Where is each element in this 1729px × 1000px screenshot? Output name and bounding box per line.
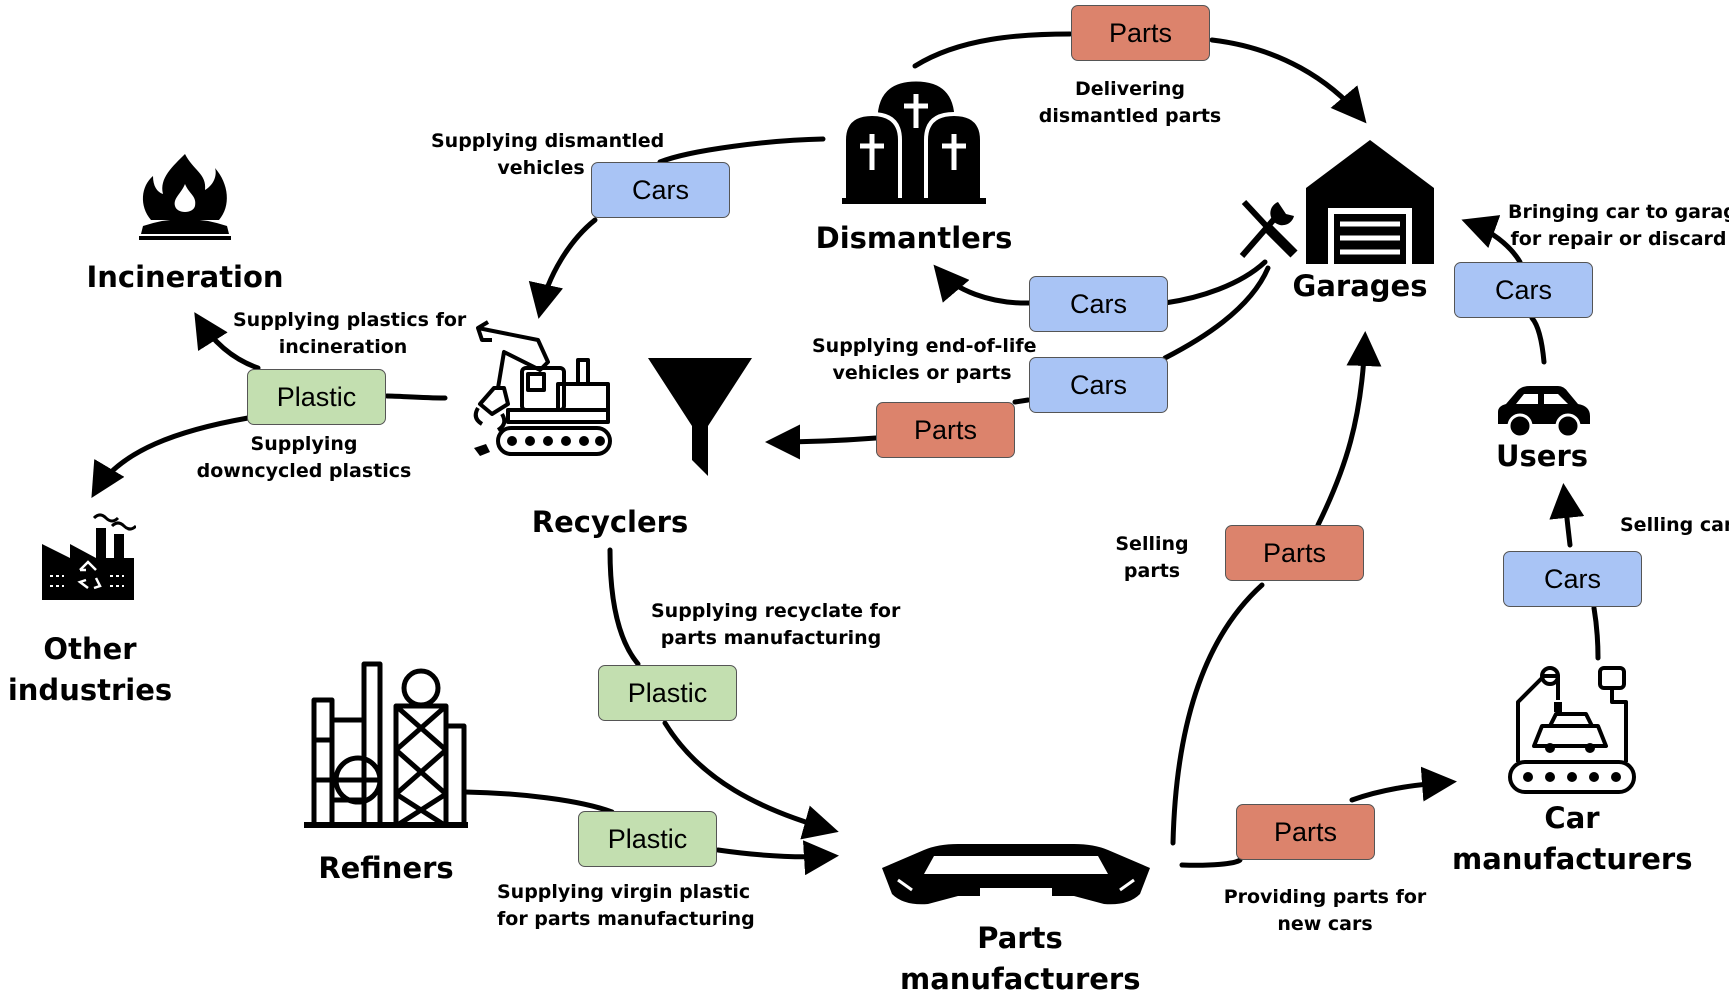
gravestones-icon	[842, 78, 986, 204]
car-icon	[1498, 386, 1590, 439]
annotation-supplying-downcycled-line2: downcycled plastics	[196, 460, 412, 482]
node-car-manufacturers-line1: Car	[1544, 801, 1600, 835]
node-parts-manufacturers-line1: Parts	[977, 921, 1063, 955]
tag-cars-users-garage: Cars	[1454, 262, 1593, 318]
annotation-selling-parts-line1: Selling	[1115, 533, 1189, 555]
arrow-partsmfg-garages	[1170, 338, 1365, 846]
tag-plastic-recyclate: Plastic	[598, 665, 737, 721]
car-bumper-icon	[882, 844, 1150, 905]
tag-parts-top: Parts	[1071, 5, 1210, 61]
annotation-providing-parts: Providing parts for new cars	[1210, 884, 1440, 938]
annotation-supplying-recyclate-line2: parts manufacturing	[660, 627, 882, 649]
annotation-supplying-downcycled: Supplying downcycled plastics	[194, 431, 414, 485]
arrow-garages-recyclers	[1012, 265, 1271, 405]
node-parts-manufacturers: Parts manufacturers	[900, 918, 1141, 1000]
tag-plastic-virgin: Plastic	[578, 811, 717, 867]
tag-plastic-incineration: Plastic	[247, 369, 386, 425]
arrow-dismantlers-recyclers	[540, 136, 826, 312]
annotation-supplying-incineration-line2: incineration	[278, 336, 408, 358]
annotation-delivering-line1: Delivering	[1075, 78, 1185, 100]
annotation-bringing-car: Bringing car to garage for repair or dis…	[1508, 199, 1729, 253]
annotation-bringing-car-line2: for repair or discard	[1510, 228, 1727, 250]
annotation-supplying-downcycled-line1: Supplying	[250, 433, 358, 455]
arrow-users-garages	[1468, 222, 1547, 365]
annotation-supplying-incineration: Supplying plastics for incineration	[233, 307, 467, 361]
annotation-delivering: Delivering dismantled parts	[1030, 76, 1230, 130]
annotation-supplying-eol-line1: Supplying end-of-life	[812, 335, 1037, 357]
annotation-selling-parts-line2: parts	[1123, 560, 1181, 582]
node-other-industries-line2: industries	[7, 673, 173, 707]
tag-cars-garage-recyclers: Cars	[1029, 357, 1168, 413]
annotation-selling-parts: Selling parts	[1102, 531, 1202, 585]
funnel-icon	[648, 358, 752, 476]
arrow-carmfg-users	[1564, 490, 1601, 661]
arrow-recyclers-plastic	[384, 393, 448, 401]
factory-icon	[42, 513, 136, 600]
annotation-selling-car: Selling car	[1620, 514, 1729, 536]
annotation-providing-parts-line1: Providing parts for	[1223, 886, 1427, 908]
arrow-garages-dismantlers	[938, 262, 1268, 306]
node-car-manufacturers-line2: manufacturers	[1452, 842, 1693, 876]
annotation-supplying-recyclate-line1: Supplying recyclate for	[651, 600, 901, 622]
annotation-supplying-eol-line2: vehicles or parts	[832, 362, 1012, 384]
annotation-supplying-eol: Supplying end-of-life vehicles or parts	[812, 333, 1037, 387]
annotation-supplying-recyclate: Supplying recyclate for parts manufactur…	[651, 598, 901, 652]
node-dismantlers: Dismantlers	[815, 221, 1013, 255]
fire-icon	[139, 154, 231, 240]
refinery-icon	[304, 661, 468, 828]
annotation-delivering-line2: dismantled parts	[1038, 105, 1222, 127]
robot-assembly-icon	[1508, 666, 1636, 794]
garage-icon	[1306, 140, 1434, 264]
tag-parts-selling: Parts	[1225, 525, 1364, 581]
arrow-recyclers-partsmfg	[607, 547, 832, 830]
annotation-supplying-dismantled: Supplying dismantled vehicles	[431, 128, 665, 182]
annotation-supplying-virgin: Supplying virgin plastic for parts manuf…	[497, 879, 755, 933]
annotation-providing-parts-line2: new cars	[1277, 913, 1373, 935]
annotation-supplying-virgin-line1: Supplying virgin plastic	[497, 881, 751, 903]
excavator-icon	[473, 320, 612, 456]
tag-cars-garage-dismantlers: Cars	[1029, 276, 1168, 332]
annotation-supplying-dismantled-line1: Supplying dismantled	[431, 130, 665, 152]
wrench-screwdriver-icon	[1239, 199, 1298, 258]
node-other-industries: Other industries	[0, 629, 180, 711]
node-parts-manufacturers-line2: manufacturers	[900, 962, 1141, 996]
tag-parts-eol: Parts	[876, 402, 1015, 458]
node-refiners: Refiners	[318, 851, 454, 885]
tag-parts-providing: Parts	[1236, 804, 1375, 860]
node-recyclers: Recyclers	[531, 505, 689, 539]
arrow-plastic-incineration	[194, 312, 261, 371]
arrow-dismantlers-garages	[912, 31, 1362, 118]
node-garages: Garages	[1292, 269, 1428, 303]
annotation-supplying-virgin-line2: for parts manufacturing	[497, 908, 755, 930]
node-other-industries-line1: Other	[43, 632, 137, 666]
arrow-plastic-other	[91, 415, 251, 499]
tag-cars-dismantled: Cars	[591, 162, 730, 218]
tag-cars-selling: Cars	[1503, 551, 1642, 607]
arrow-refiners-partsmfg	[462, 789, 832, 857]
node-car-manufacturers: Car manufacturers	[1452, 798, 1693, 880]
node-users: Users	[1495, 439, 1589, 473]
annotation-supplying-incineration-line1: Supplying plastics for	[233, 309, 467, 331]
arrow-parts-funnel	[765, 424, 879, 460]
arrow-partsmfg-carmfg	[1179, 782, 1450, 868]
node-incineration: Incineration	[86, 260, 284, 294]
annotation-bringing-car-line1: Bringing car to garage	[1508, 201, 1729, 223]
annotation-supplying-dismantled-line2: vehicles	[497, 157, 585, 179]
